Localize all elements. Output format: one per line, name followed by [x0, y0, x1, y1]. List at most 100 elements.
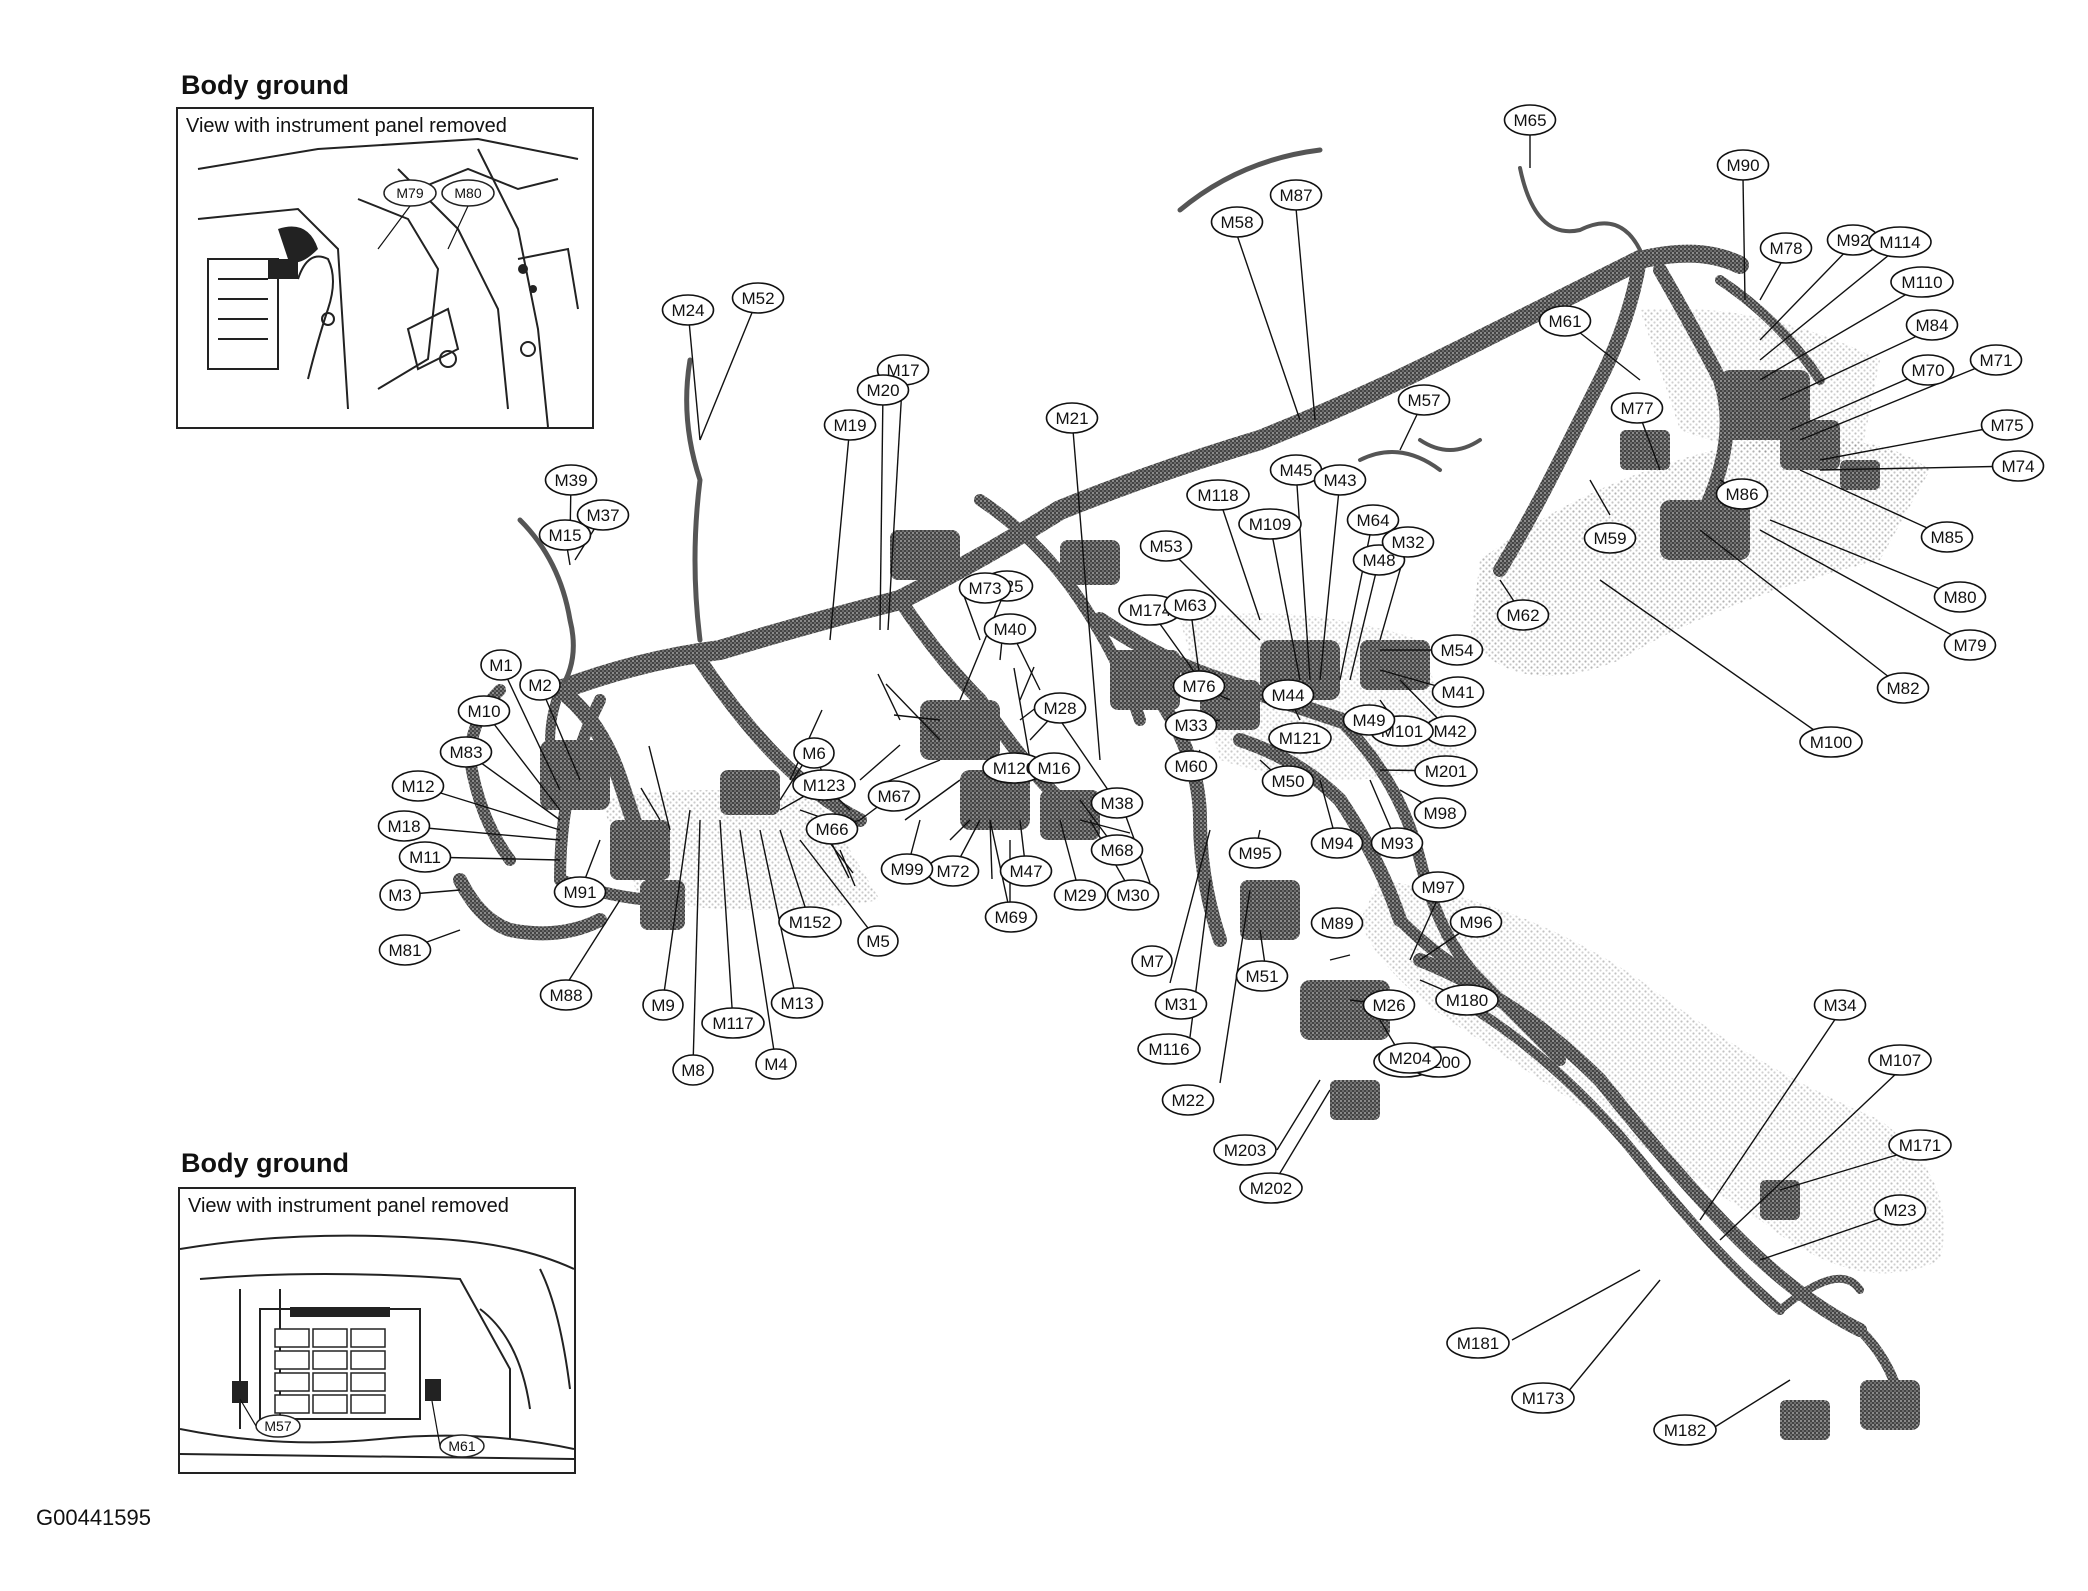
connector-label: M18 [387, 817, 420, 836]
callout-bubble [576, 499, 630, 531]
connector-label: M44 [1271, 686, 1304, 705]
connector-callout: M22 [1161, 1084, 1215, 1116]
connector-label: M39 [554, 471, 587, 490]
inset-title-2: Body ground [181, 1148, 349, 1178]
connector-label: M201 [1425, 762, 1468, 781]
connector-label: M2 [528, 676, 552, 695]
callout-bubble [778, 906, 842, 938]
callout-bubble [958, 572, 1012, 604]
connector-label: M38 [1100, 794, 1133, 813]
connector-callout: M121 [1268, 722, 1332, 754]
connector-callout: M68 [1090, 834, 1144, 866]
connector-callout: M19 [823, 409, 877, 441]
connector-label: M79 [1953, 636, 1986, 655]
callout-bubble [1106, 879, 1160, 911]
callout-bubble [999, 855, 1053, 887]
connector-label: M180 [1446, 991, 1489, 1010]
callout-bubble [1164, 750, 1218, 782]
callout-bubble [1238, 508, 1302, 540]
connector-label: M171 [1899, 1136, 1942, 1155]
callout-bubble [1583, 522, 1637, 554]
connector-callout: M173 [1511, 1382, 1575, 1414]
inset-illustration-1: M79 M80 [197, 137, 579, 427]
connector-label: M7 [1140, 952, 1164, 971]
callout-bubble [1090, 834, 1144, 866]
callout-bubble [1969, 344, 2023, 376]
connector-callout: M44 [1261, 679, 1315, 711]
connector-label: M99 [890, 860, 923, 879]
connector-callout: M16 [1027, 752, 1081, 784]
connector-label: M69 [994, 908, 1027, 927]
connector-callout: M73 [958, 572, 1012, 604]
connector-callout: M20 [856, 374, 910, 406]
connector-label: M23 [1883, 1201, 1916, 1220]
callout-bubble [1980, 409, 2034, 441]
callout-bubble [1186, 479, 1250, 511]
connector-label: M11 [409, 848, 441, 867]
callout-bubble [539, 979, 593, 1011]
connector-callout: M24 [661, 294, 715, 326]
connector-label: M59 [1593, 529, 1626, 548]
callout-bubble [1313, 464, 1367, 496]
connector-callout: M181 [1446, 1327, 1510, 1359]
connector-callout: M69 [984, 901, 1038, 933]
callout-bubble [544, 464, 598, 496]
connector-callout: M152 [778, 906, 842, 938]
inset-illustration-2: M57 M61 [180, 1234, 574, 1460]
connector-label: M116 [1148, 1040, 1189, 1059]
inset-caption-2: View with instrument panel removed [188, 1195, 509, 1217]
callout-bubble [1154, 988, 1208, 1020]
callout-bubble [1538, 305, 1592, 337]
callout-bubble [792, 769, 856, 801]
connector-label: M203 [1224, 1141, 1267, 1160]
callout-bubble [1131, 945, 1173, 977]
callout-bubble [1027, 752, 1081, 784]
callout-bubble [1430, 634, 1484, 666]
connector-label: M70 [1911, 361, 1944, 380]
connector-callout: M107 [1868, 1044, 1932, 1076]
callout-bubble [1213, 1134, 1277, 1166]
connector-label: M109 [1249, 515, 1292, 534]
callout-bubble [1172, 670, 1226, 702]
connector-callout: M4 [755, 1048, 797, 1080]
callout-bubble [1045, 402, 1099, 434]
connector-callout: M54 [1430, 634, 1484, 666]
callout-bubble [1310, 827, 1364, 859]
connector-label: M61 [1548, 312, 1581, 331]
connector-callout: M21 [1045, 402, 1099, 434]
connector-label: M173 [1522, 1389, 1565, 1408]
connector-callout: M70 [1901, 354, 1955, 386]
connector-label: M181 [1457, 1334, 1500, 1353]
callout-bubble [1901, 354, 1955, 386]
callout-bubble [1610, 392, 1664, 424]
callout-bubble [1868, 226, 1932, 258]
connector-label: M89 [1320, 914, 1353, 933]
connector-label: M91 [563, 883, 596, 902]
callout-bubble [398, 841, 452, 873]
connector-label: M3 [388, 886, 412, 905]
connector-callout: M37 [576, 499, 630, 531]
connector-callout: M180 [1435, 984, 1499, 1016]
callout-bubble [793, 737, 835, 769]
connector-callout: M28 [1033, 692, 1087, 724]
callout-bubble [823, 409, 877, 441]
inset-label: M61 [448, 1438, 475, 1454]
callout-bubble [1813, 989, 1867, 1021]
connector-callout: M1 [480, 649, 522, 681]
callout-bubble [480, 649, 522, 681]
callout-bubble [1716, 149, 1770, 181]
callout-bubble [880, 853, 934, 885]
connector-callout: M64 [1346, 504, 1400, 536]
connector-label: M174 [1129, 601, 1172, 620]
connector-callout: M182 [1653, 1414, 1717, 1446]
connector-label: M22 [1171, 1091, 1204, 1110]
connector-label: M86 [1725, 485, 1758, 504]
callout-bubble [1053, 879, 1107, 911]
connector-label: M64 [1356, 511, 1389, 530]
connector-callout: M41 [1431, 676, 1485, 708]
connector-label: M87 [1279, 186, 1312, 205]
connector-label: M47 [1009, 862, 1042, 881]
connector-callout: M98 [1413, 797, 1467, 829]
connector-label: M114 [1879, 233, 1920, 252]
